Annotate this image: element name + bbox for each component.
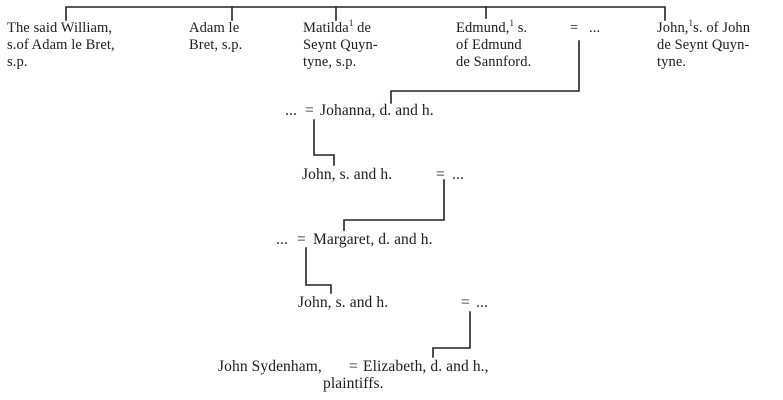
person-john-2: John, s. and h. [298,294,389,311]
marriage-sign-elizabeth: = [349,358,358,375]
footnote-mark: 1 [348,18,354,28]
gen4-spouse-unknown: ... [476,294,488,311]
marriage-sign-margaret: = [297,231,306,248]
footnote-mark: 1 [688,18,694,28]
child-adam: Adam le Bret, s.p. [189,20,243,53]
person-johanna: Johanna, d. and h. [320,102,434,119]
child-john-de-seynt: John,1s. of John de Seynt Quyn- tyne. [657,18,751,71]
person-elizabeth: Elizabeth, d. and h., [363,358,489,375]
footnote-mark: 1 [509,18,515,28]
child-edmund: Edmund,1 s. of Edmund de Sannford. [456,18,532,71]
marriage-sign-johanna: = [305,102,314,119]
gen1-spouse-unknown: ... [285,102,297,119]
child-matilda: Matilda1 de Seynt Quyn- tyne, s.p. [303,18,378,71]
marriage-sign-john-1: = [436,166,445,183]
child-william: The said William, s.of Adam le Bret, s.p… [7,20,115,70]
edmund-marriage-stem [390,40,580,104]
person-margaret: Margaret, d. and h. [313,231,433,248]
marriage-sign-edmund: = [570,20,579,36]
descent-john-elizabeth [432,311,471,358]
gen3-spouse-unknown: ... [276,231,288,248]
descent-margaret-john [305,247,332,294]
person-john-1: John, s. and h. [302,166,393,183]
descent-john-margaret [343,179,445,231]
edmund-spouse-unknown: ... [589,20,601,36]
descent-johanna-john [313,119,335,166]
siblings-bracket [65,6,666,21]
person-john-sydenham: John Sydenham, [218,358,322,375]
gen2-spouse-unknown: ... [452,166,464,183]
marriage-sign-john-2: = [461,294,470,311]
plaintiffs-label: plaintiffs. [323,375,384,392]
